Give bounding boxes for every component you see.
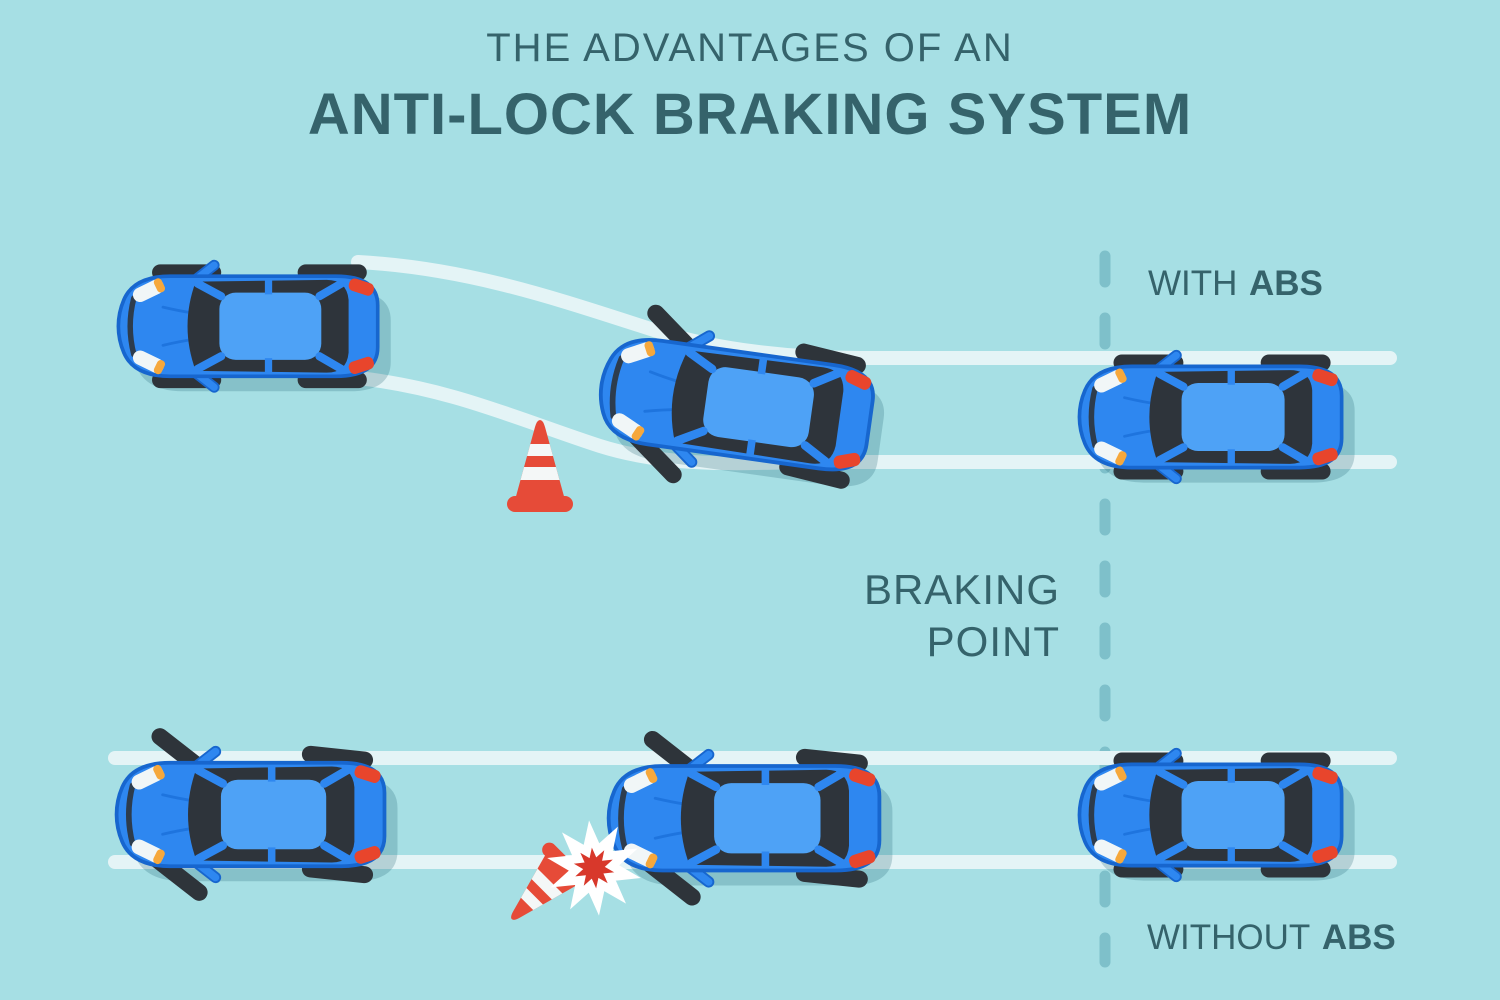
without-abs-prefix: WITHOUT	[1147, 918, 1311, 957]
braking-point-line-1: BRAKING	[863, 566, 1060, 613]
crash-burst-icon	[547, 820, 641, 916]
with-abs-bold: ABS	[1248, 264, 1323, 303]
without-abs-bold: ABS	[1321, 918, 1396, 957]
car-without-abs-stopped	[1079, 747, 1355, 883]
with-abs-prefix: WITH	[1148, 264, 1238, 303]
braking-point-line-2: POINT	[926, 618, 1060, 665]
with-abs-label: WITH ABS	[1148, 264, 1323, 304]
braking-point-label: BRAKING POINT	[700, 564, 1060, 668]
title-line-2: ANTI-LOCK BRAKING SYSTEM	[307, 82, 1193, 147]
car-with-abs-approaching	[118, 259, 391, 394]
page-title: THE ADVANTAGES OF AN ANTI-LOCK BRAKING S…	[0, 26, 1500, 148]
title-line-1: THE ADVANTAGES OF AN	[486, 26, 1014, 70]
without-abs-label: WITHOUT ABS	[1147, 918, 1396, 958]
car-with-abs-stopped	[1079, 349, 1355, 485]
